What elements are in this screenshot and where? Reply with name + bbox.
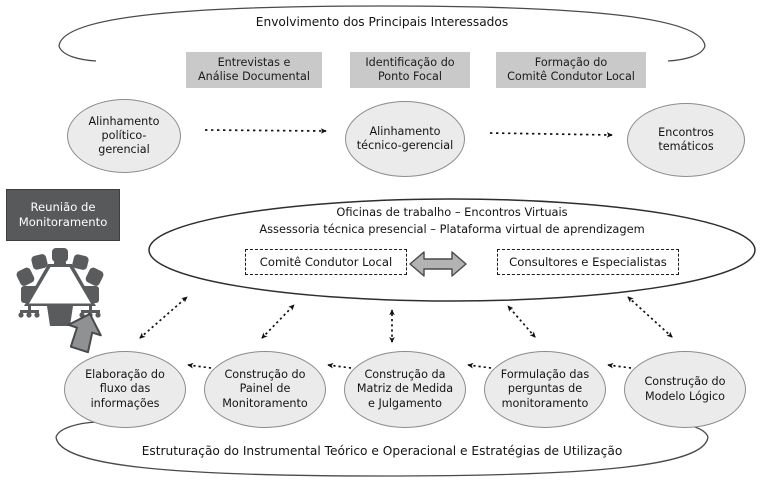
center-ellipse-line2: Assessoria técnica presencial – Platafor… xyxy=(259,222,645,236)
dashed-box-consultores-label: Consultores e Especialistas xyxy=(509,254,667,269)
conference-table-icon xyxy=(16,248,104,326)
dashed-box-consultores: Consultores e Especialistas xyxy=(497,249,679,275)
top-flow-arrows xyxy=(204,128,613,138)
up-arrow-icon xyxy=(67,312,102,354)
dashed-box-comite-condutor: Comitê Condutor Local xyxy=(245,249,407,275)
top-banner-arc xyxy=(58,5,706,62)
bottom-banner-title: Estruturação do Instrumental Teórico e O… xyxy=(141,444,623,458)
center-ellipse-line1: Oficinas de trabalho – Encontros Virtuai… xyxy=(336,205,568,219)
vertical-dotted-connectors xyxy=(139,296,673,343)
top-banner-title: Envolvimento dos Principais Interessados xyxy=(255,15,509,29)
bottom-flow-arrows xyxy=(187,362,632,369)
center-ellipse-outline xyxy=(148,198,756,302)
double-headed-arrow-icon xyxy=(409,251,467,277)
dashed-box-comite-condutor-label: Comitê Condutor Local xyxy=(259,254,393,269)
